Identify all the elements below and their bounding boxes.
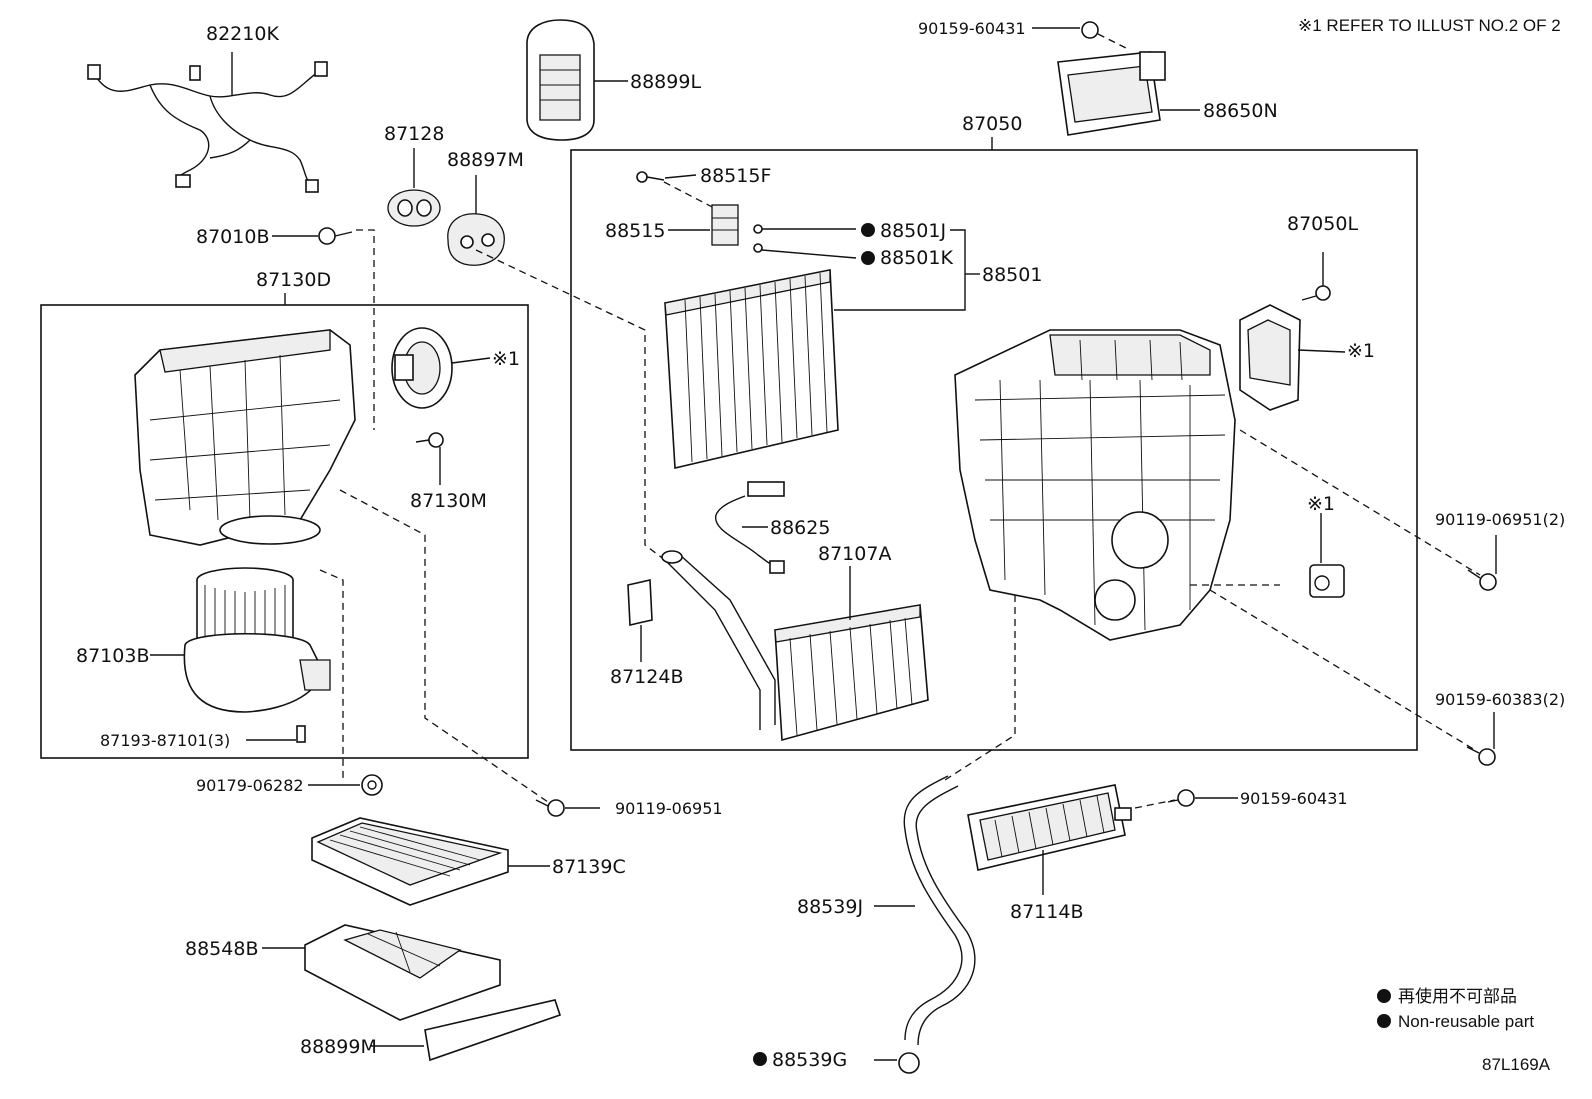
expansion-valve-88515 bbox=[668, 204, 739, 246]
group-box-87050 bbox=[570, 149, 1418, 751]
legend-bullet-en bbox=[1377, 1014, 1391, 1028]
label-87139C: 87139C bbox=[552, 856, 626, 878]
screw-87193 bbox=[246, 725, 306, 743]
label-90119-bottom: 90119-06951 bbox=[615, 799, 723, 818]
bolt-90159-60383 bbox=[1466, 712, 1496, 766]
actuator-right bbox=[1309, 513, 1345, 598]
label-88548B: 88548B bbox=[185, 938, 258, 960]
bolt-90119-right bbox=[1467, 535, 1497, 591]
grommet-88897M bbox=[447, 175, 505, 266]
label-87128: 87128 bbox=[384, 123, 444, 145]
label-87050: 87050 bbox=[962, 113, 1022, 135]
legend-text-jp: 再使用不可部品 bbox=[1398, 986, 1517, 1006]
label-90159-60431-mid: 90159-60431 bbox=[1240, 789, 1348, 808]
screw-87010B bbox=[272, 227, 375, 430]
label-90179: 90179-06282 bbox=[196, 776, 304, 795]
ref-note-right: ※1 bbox=[1307, 493, 1335, 515]
cover-88899L bbox=[526, 19, 628, 141]
blower-housing bbox=[134, 329, 356, 546]
label-87124B: 87124B bbox=[610, 666, 683, 688]
ref-note-actuator: ※1 bbox=[1347, 340, 1375, 362]
ref-note-left: ※1 bbox=[492, 348, 520, 370]
illustration-code: 87L169A bbox=[1482, 1055, 1551, 1074]
sensor-88625 bbox=[715, 481, 785, 574]
label-88625: 88625 bbox=[770, 517, 830, 539]
label-87193: 87193-87101(3) bbox=[100, 731, 230, 750]
legend: 再使用不可部品 Non-reusable part bbox=[1377, 986, 1534, 1031]
screw-90159-60431-mid bbox=[1167, 789, 1238, 807]
evaporator-core bbox=[664, 269, 839, 469]
drain-hose-88539J bbox=[874, 775, 976, 1046]
label-88897M: 88897M bbox=[447, 149, 524, 171]
nut-90179-06282 bbox=[308, 774, 383, 796]
module-88650N bbox=[1057, 51, 1200, 136]
actuator-left bbox=[391, 327, 491, 409]
hvac-unit-main bbox=[954, 329, 1236, 641]
blower-motor-87103B bbox=[150, 567, 331, 713]
label-87130M: 87130M bbox=[410, 490, 487, 512]
clip-88539G bbox=[753, 1052, 920, 1074]
label-87130D: 87130D bbox=[256, 269, 331, 291]
label-90159-60431-top: 90159-60431 bbox=[918, 19, 1026, 38]
actuator-87050L bbox=[1239, 304, 1346, 411]
label-88899L: 88899L bbox=[630, 71, 701, 93]
label-87010B: 87010B bbox=[196, 226, 269, 248]
cover-88899M bbox=[370, 999, 562, 1062]
filter-87139C bbox=[311, 817, 550, 906]
bolt-90119-bottom bbox=[535, 799, 600, 817]
label-88899M: 88899M bbox=[300, 1036, 377, 1058]
legend-bullet-jp bbox=[1377, 989, 1391, 1003]
label-88650N: 88650N bbox=[1203, 100, 1278, 122]
label-88501K: 88501K bbox=[880, 247, 953, 269]
wire-harness-82210K bbox=[87, 52, 328, 193]
legend-text-en: Non-reusable part bbox=[1398, 1012, 1534, 1031]
tray-88548B bbox=[262, 924, 501, 1021]
label-87103B: 87103B bbox=[76, 645, 149, 667]
screw-87130M bbox=[415, 432, 444, 485]
screw-90159-60431-top bbox=[1032, 21, 1131, 51]
label-90159-60383: 90159-60383(2) bbox=[1435, 690, 1565, 709]
label-82210K: 82210K bbox=[206, 23, 279, 45]
clamp-87124B bbox=[627, 579, 653, 662]
grommet-87128 bbox=[387, 148, 441, 227]
o-rings-88501 bbox=[753, 223, 980, 311]
label-88501: 88501 bbox=[982, 264, 1042, 286]
label-87107A: 87107A bbox=[818, 543, 891, 565]
heater-core-87107A bbox=[661, 550, 929, 742]
label-90119-right: 90119-06951(2) bbox=[1435, 510, 1565, 529]
label-88539G: 88539G bbox=[772, 1049, 847, 1071]
screw-87050L bbox=[1301, 252, 1331, 301]
label-87114B: 87114B bbox=[1010, 901, 1083, 923]
label-87050L: 87050L bbox=[1287, 213, 1358, 235]
label-88501J: 88501J bbox=[880, 220, 946, 242]
label-88515F: 88515F bbox=[700, 165, 771, 187]
screw-88515F bbox=[636, 171, 719, 211]
label-88539J: 88539J bbox=[797, 896, 863, 918]
label-88515: 88515 bbox=[605, 220, 665, 242]
ptc-heater-87114B bbox=[967, 784, 1132, 895]
header-note: ※1 REFER TO ILLUST NO.2 OF 2 bbox=[1298, 16, 1561, 35]
